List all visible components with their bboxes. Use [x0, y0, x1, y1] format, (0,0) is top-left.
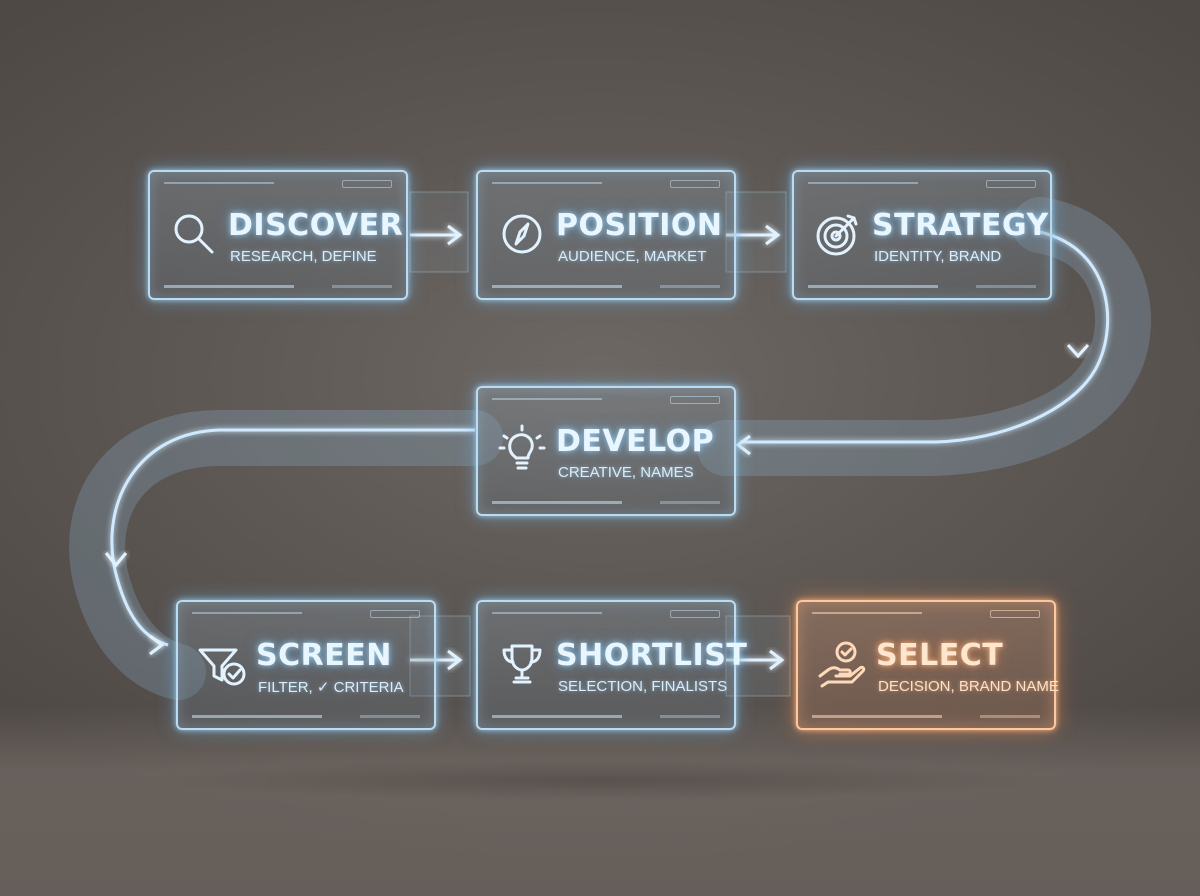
card-deco [164, 285, 294, 288]
step-subtitle: SELECTION, FINALISTS [558, 678, 728, 695]
arrow-5 [104, 552, 128, 568]
compass-icon [494, 206, 550, 262]
card-deco [980, 715, 1040, 718]
step-subtitle: AUDIENCE, MARKET [558, 248, 707, 265]
card-deco [192, 612, 302, 614]
step-card-position[interactable]: POSITION AUDIENCE, MARKET [476, 170, 736, 300]
hand-check-icon [814, 636, 870, 692]
card-deco [808, 285, 938, 288]
arrow-1 [410, 224, 463, 246]
card-deco [660, 285, 720, 288]
card-deco [812, 715, 942, 718]
step-subtitle: FILTER, ✓ CRITERIA [258, 679, 404, 696]
card-deco [342, 180, 392, 188]
card-deco [670, 396, 720, 404]
step-subtitle: IDENTITY, BRAND [874, 248, 1002, 265]
step-title: SELECT [876, 638, 1004, 673]
funnel-check-icon [194, 636, 250, 692]
step-subtitle: DECISION, BRAND NAME [878, 678, 1059, 695]
card-deco [812, 612, 922, 614]
step-title: SCREEN [256, 638, 392, 673]
connector-box-4 [725, 615, 791, 697]
step-card-discover[interactable]: DISCOVER RESEARCH, DEFINE [148, 170, 408, 300]
step-card-screen[interactable]: SCREEN FILTER, ✓ CRITERIA [176, 600, 436, 730]
lightbulb-icon [494, 422, 550, 478]
card-deco [660, 501, 720, 504]
step-title: SHORTLIST [556, 638, 748, 673]
card-deco [360, 715, 420, 718]
floor-shadow [140, 760, 1060, 800]
magnifier-icon [166, 206, 222, 262]
card-deco [492, 398, 602, 400]
card-deco [976, 285, 1036, 288]
card-deco [670, 610, 720, 618]
connector-box-1 [409, 191, 469, 273]
pipe-right-line [740, 230, 1110, 444]
card-deco [492, 285, 622, 288]
arrow-6 [149, 634, 165, 656]
step-title: POSITION [556, 208, 723, 243]
card-deco [986, 180, 1036, 188]
card-deco [990, 610, 1040, 618]
card-deco [492, 715, 622, 718]
connector-box-3 [409, 615, 471, 697]
trophy-icon [494, 636, 550, 692]
card-deco [370, 610, 420, 618]
card-deco [332, 285, 392, 288]
step-card-strategy[interactable]: STRATEGY IDENTITY, BRAND [792, 170, 1052, 300]
card-deco [808, 182, 918, 184]
step-card-develop[interactable]: DEVELOP CREATIVE, NAMES [476, 386, 736, 516]
card-deco [492, 501, 622, 504]
step-card-shortlist[interactable]: SHORTLIST SELECTION, FINALISTS [476, 600, 747, 730]
target-icon [810, 206, 866, 262]
floor-reflection [0, 706, 1200, 896]
step-title: STRATEGY [872, 208, 1049, 243]
card-deco [192, 715, 322, 718]
card-deco [164, 182, 274, 184]
arrow-3 [1066, 343, 1090, 359]
step-title: DEVELOP [556, 424, 715, 459]
step-card-select[interactable]: SELECT DECISION, BRAND NAME [796, 600, 1059, 730]
step-subtitle: RESEARCH, DEFINE [230, 248, 377, 265]
step-title: DISCOVER [228, 208, 404, 243]
pipe-left-line [110, 428, 475, 647]
card-deco [492, 182, 602, 184]
pipe-left [69, 410, 503, 700]
card-deco [492, 612, 602, 614]
card-deco [660, 715, 720, 718]
step-subtitle: CREATIVE, NAMES [558, 464, 694, 481]
card-deco [670, 180, 720, 188]
arrow-4 [735, 434, 751, 456]
pipe-right [697, 197, 1151, 476]
